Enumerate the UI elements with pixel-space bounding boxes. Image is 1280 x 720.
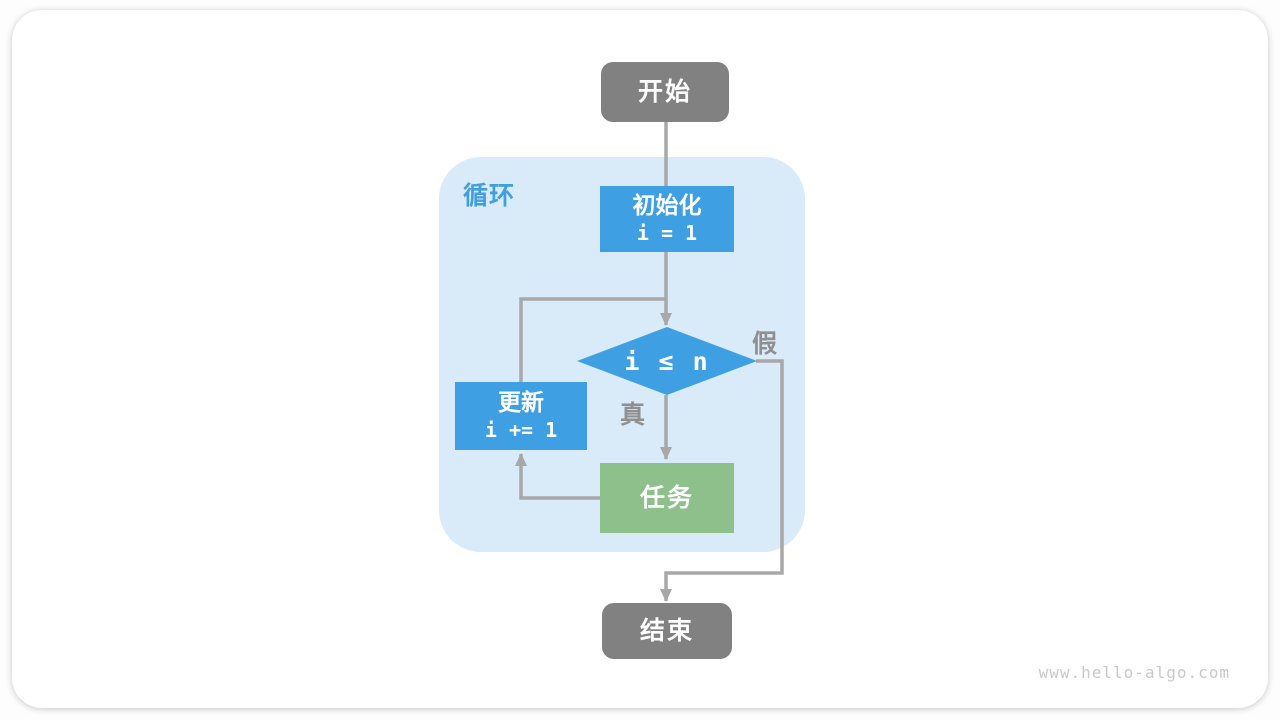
edge-task-update xyxy=(515,453,600,500)
node-init: 初始化 i = 1 xyxy=(600,186,734,252)
node-update: 更新 i += 1 xyxy=(455,382,587,450)
start-label: 开始 xyxy=(637,77,692,106)
false-branch-label: 假 xyxy=(752,329,778,358)
watermark-text: www.hello-algo.com xyxy=(1038,663,1230,682)
condition-label: i ≤ n xyxy=(624,346,710,376)
condition-diamond xyxy=(577,327,757,395)
node-task: 任务 xyxy=(600,463,734,533)
task-label: 任务 xyxy=(639,483,694,512)
true-branch-label: 真 xyxy=(620,400,646,429)
connector-wires xyxy=(515,122,784,602)
loop-label: 循环 xyxy=(463,181,516,210)
init-label: 初始化 xyxy=(632,192,702,219)
node-end: 结束 xyxy=(602,603,732,659)
end-label: 结束 xyxy=(639,616,694,645)
update-label: 更新 xyxy=(498,389,544,416)
node-start: 开始 xyxy=(601,62,729,122)
edge-update-feedback xyxy=(519,297,666,383)
edge-condition-end xyxy=(660,359,784,602)
diagram-card: 循环 开始 初始化 i = xyxy=(12,10,1268,708)
update-code: i += 1 xyxy=(484,418,558,443)
init-code: i = 1 xyxy=(636,221,698,246)
